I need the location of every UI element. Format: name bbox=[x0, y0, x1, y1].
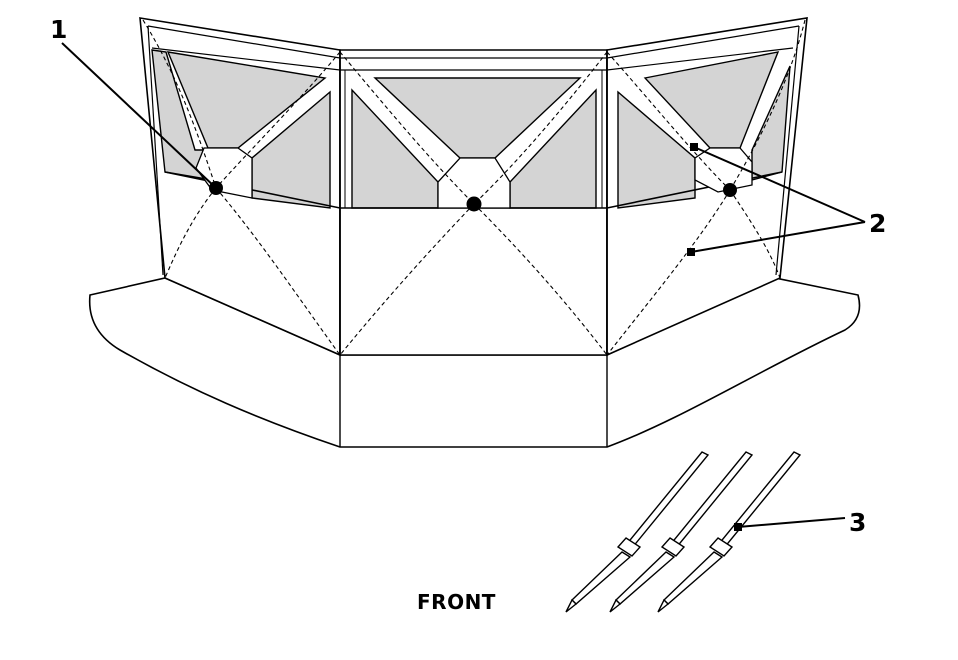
front-label: FRONT bbox=[417, 590, 496, 614]
center-hub-frame bbox=[437, 157, 511, 209]
right-panel-frame bbox=[775, 25, 800, 276]
left-panel-frame bbox=[147, 25, 164, 276]
callout-1-leader bbox=[61, 42, 217, 189]
hub-dot-center bbox=[466, 196, 482, 212]
callout-2-leader-a bbox=[693, 146, 866, 223]
right-window-left bbox=[617, 90, 696, 209]
callout-label-2: 2 bbox=[869, 209, 887, 238]
callout-label-3: 3 bbox=[849, 508, 867, 537]
stakes bbox=[565, 451, 802, 613]
top-rim bbox=[147, 25, 800, 59]
callout-label-1: 1 bbox=[50, 15, 68, 44]
skirt-base bbox=[88, 277, 861, 448]
internal-poles bbox=[142, 19, 806, 356]
window-band-top bbox=[151, 47, 794, 71]
hub-dot-right bbox=[723, 183, 737, 197]
callout-2-leader-b bbox=[690, 221, 866, 253]
callout-2-marker-a bbox=[690, 143, 698, 151]
callout-3-marker bbox=[734, 523, 742, 531]
callout-3-leader bbox=[737, 517, 846, 528]
callout-2-marker-b bbox=[687, 248, 695, 256]
